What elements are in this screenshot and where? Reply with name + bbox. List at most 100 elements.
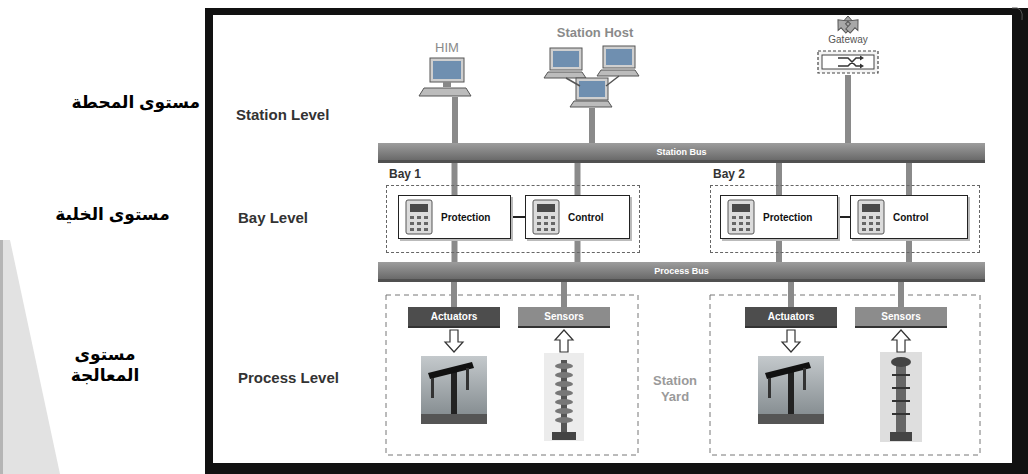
sensor-column-photo [880,352,922,442]
ied-icon [869,228,873,231]
station-host-icon [550,48,582,70]
ied-icon [739,222,743,225]
gateway-icon [816,49,880,75]
yard-label: Station Yard [643,373,707,406]
gateway-icon [818,51,878,73]
signal-arrow [445,330,463,352]
switch-photo [431,378,434,398]
ied-icon [862,204,880,212]
ied-icon [410,222,414,225]
gateway-arrows [833,15,863,36]
insulator-photo [552,432,576,440]
ied-icon [537,228,541,231]
ied-icon [544,222,548,225]
bus-link [906,160,912,195]
ied-icon [855,198,887,236]
sensor-column-photo [890,432,912,441]
bus-link [906,239,912,262]
bus-link [575,239,581,262]
picture-frame [205,8,1028,474]
insulator-photo [555,390,573,396]
ied-icon [417,228,421,231]
ied-icon [530,198,562,236]
insulator-photo [544,353,584,441]
actuator-box: Actuators [408,307,500,326]
signal-arrow [555,330,573,352]
level-label-ar: مستوى الخلية [40,204,185,225]
gateway-box: Gateway [812,33,884,75]
ied-icon [876,228,880,231]
gateway-icon [860,56,864,69]
hmi-computer-icon [419,58,471,143]
ied-icon [424,216,428,219]
bus-link [898,279,904,307]
ied-icon [862,228,866,231]
hmi-computer-icon [433,61,461,79]
station-host-icon [544,46,639,143]
ied-box: Protection [398,195,511,239]
ied-icon [876,222,880,225]
hmi-computer-icon [452,97,458,143]
gateway-icon [822,55,874,69]
ied-icon [417,222,421,225]
ied-label: Control [893,212,929,223]
signal-arrow [782,330,800,352]
ied-icon [732,204,750,212]
sensor-label: Sensors [881,311,920,322]
ied-icon [410,204,428,212]
sensor-box: Sensors [855,307,947,326]
insulator-photo [555,372,573,378]
ied-icon [544,216,548,219]
gateway-arrows [843,15,863,36]
picture-frame [1012,8,1022,20]
switch-photo [758,356,824,424]
actuator-label: Actuators [431,311,478,322]
side-wedge [0,240,60,474]
yard-outline [386,295,980,455]
ied-icon [537,204,555,212]
bus-link [452,239,458,262]
ied-icon [862,222,866,225]
signal-arrow [445,330,910,352]
bay-box: Bay 1ProtectionControl [386,185,640,253]
ied-icon [403,198,435,236]
station-host-icon [603,46,635,68]
switch-photo [421,414,487,424]
ied-icon [410,216,414,219]
bus-label: Process Bus [654,266,709,276]
ied-box: Protection [720,195,838,239]
ied-box: Control [525,195,630,239]
ied-icon [424,228,428,231]
station-host-icon [579,81,605,97]
actuator-box: Actuators [745,307,837,326]
switch-photo [768,378,771,398]
station-host-icon [589,108,595,143]
ied-icon [551,216,555,219]
ied-icon [728,200,754,234]
station-host-icon [570,101,612,107]
station-host-icon [597,70,639,76]
ied-icon [746,228,750,231]
bus-band: Process Bus [378,262,985,279]
ied-label: Protection [763,212,812,223]
insulator-photo [555,363,573,369]
bay-label: Bay 1 [389,167,421,181]
ied-icon [551,228,555,231]
insulator-photo [544,353,584,441]
station-host-icon [566,76,619,86]
bus-link [788,279,794,307]
ied-icon [410,228,414,231]
sensor-column-photo [892,375,910,414]
device-label: Station Host [538,25,652,41]
side-wedge [0,240,3,474]
ied-icon [739,216,743,219]
station-host-icon [544,72,586,78]
ied-icon [732,228,736,231]
ied-label: Control [568,212,604,223]
level-label: Process Level [238,369,368,388]
insulator-photo [555,399,573,405]
switch-photo [758,356,824,424]
ied-icon [725,198,757,236]
hmi-computer-icon [419,88,471,96]
sensor-column-photo [880,352,922,442]
